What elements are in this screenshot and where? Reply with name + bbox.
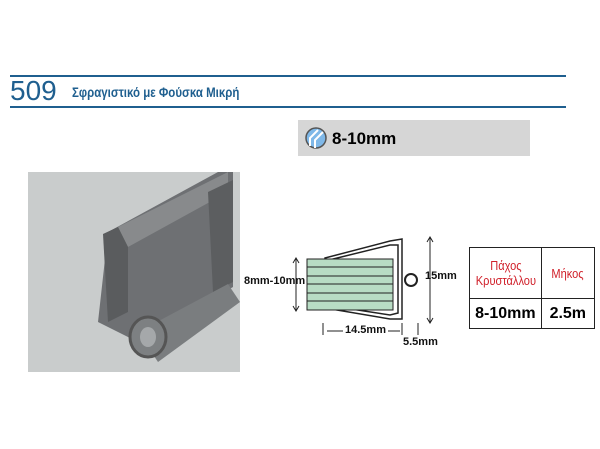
product-title: Σφραγιστικό με Φούσκα Μικρή	[72, 84, 240, 100]
product-photo	[28, 172, 240, 372]
spec-table: Πάχος Κρυστάλλου Μήκος 8-10mm 2.5m	[469, 247, 595, 329]
glass-icon	[305, 127, 327, 149]
header-length: Μήκος	[544, 247, 591, 299]
glass-height-label: 8mm-10mm	[244, 275, 306, 287]
glass-thickness-badge: 8-10mm	[298, 120, 530, 156]
value-length: 2.5m	[540, 298, 595, 329]
bubble	[404, 273, 418, 287]
top-rule	[10, 75, 566, 77]
total-height-label: 15mm	[425, 270, 457, 282]
glass-strips	[306, 258, 394, 311]
bottom-rule	[10, 106, 566, 108]
value-glass-thickness: 8-10mm	[469, 298, 542, 329]
width-label: 14.5mm	[343, 324, 388, 336]
profile-diagram	[292, 236, 434, 335]
header-glass-thickness: Πάχος Κρυστάλλου	[474, 247, 537, 299]
product-code: 509	[10, 75, 57, 106]
glass-thickness-value: 8-10mm	[332, 129, 397, 148]
bubble-width-label: 5.5mm	[403, 336, 438, 348]
